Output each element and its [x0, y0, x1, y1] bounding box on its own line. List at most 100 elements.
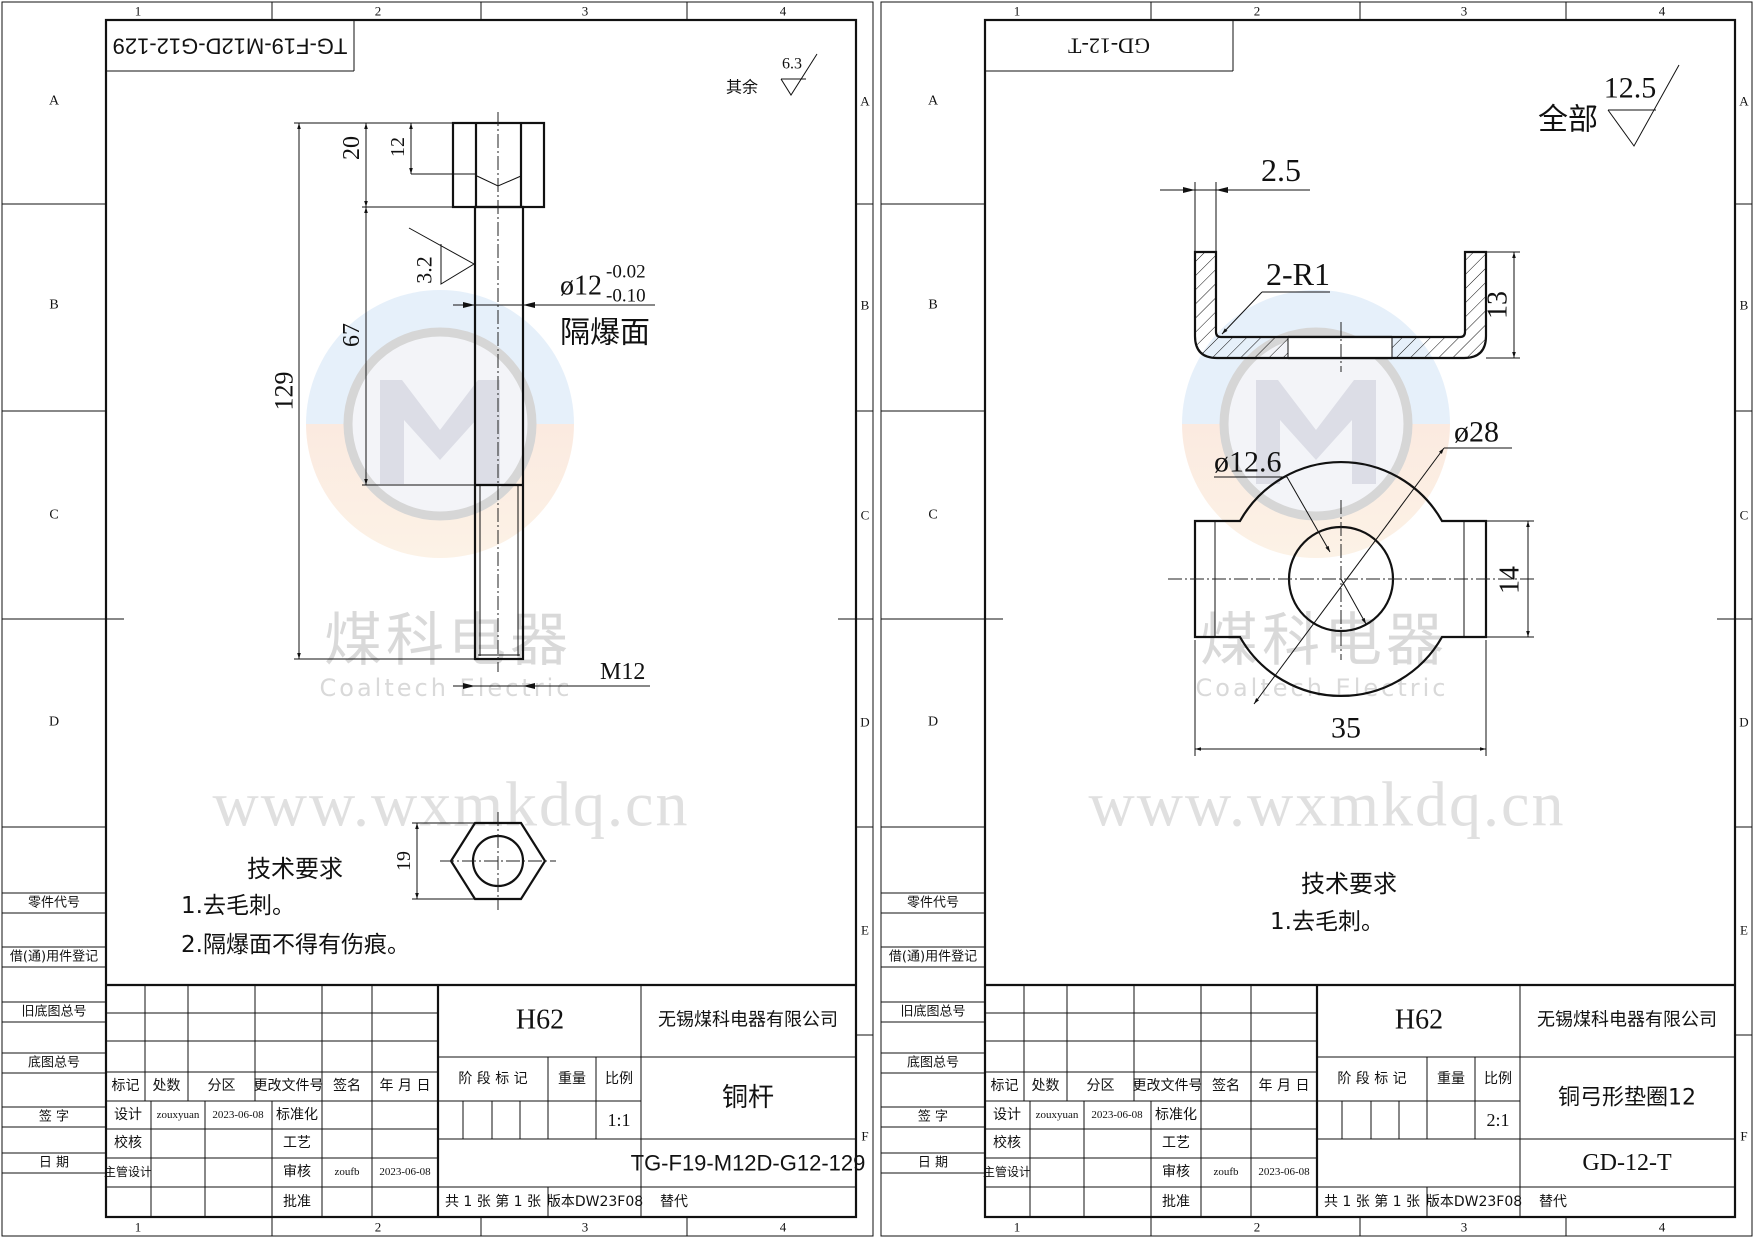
stage-label: 阶 段 标 记	[1337, 1071, 1406, 1087]
sidebar-label: 借(通)用件登记	[10, 950, 98, 965]
row-label: A	[49, 94, 60, 109]
sidebar-label: 零件代号	[28, 896, 80, 911]
role-label: 标准化	[1155, 1107, 1197, 1123]
design-date: 2023-06-08	[1091, 1109, 1143, 1121]
column-label: 3	[582, 1220, 589, 1235]
dim-width: 14	[1495, 566, 1526, 594]
row-label: B	[49, 298, 58, 313]
role-label: 设计	[114, 1107, 142, 1123]
designer-name: zouxyuan	[1036, 1109, 1079, 1121]
company-name: 无锡煤科电器有限公司	[658, 1010, 838, 1031]
sidebar-label: 底图总号	[28, 1055, 80, 1071]
role-label: 主管设计	[983, 1164, 1031, 1179]
roughness-symbol	[408, 227, 475, 285]
material: H62	[1395, 1005, 1443, 1036]
flameproof-surface-label: 隔爆面	[560, 316, 650, 351]
row-label: C	[861, 508, 870, 523]
dim-hole-depth: 12	[387, 137, 409, 157]
sidebar-label: 日 期	[918, 1156, 948, 1171]
column-label: 3	[1461, 1220, 1468, 1235]
row-label: B	[928, 298, 937, 313]
role-label: 设计	[993, 1107, 1021, 1123]
logo-m-shape	[380, 380, 500, 484]
watermark-en: Coaltech Electric	[1196, 674, 1449, 702]
tolerance-upper: -0.02	[606, 262, 646, 283]
column-label: 3	[1461, 4, 1468, 19]
role-label: 工艺	[283, 1135, 311, 1151]
header-label: 更改文件号	[1133, 1078, 1203, 1094]
role-label: 批准	[1162, 1194, 1190, 1210]
watermark-logo	[1182, 290, 1450, 558]
watermark-cn: 煤科电器	[324, 606, 572, 674]
reviewer-name: zoufb	[1213, 1166, 1239, 1178]
outer-diameter-leader	[1253, 447, 1445, 705]
role-label: 主管设计	[104, 1164, 152, 1179]
role-label: 标准化	[276, 1107, 318, 1123]
version-label: 版本DW23F08	[1426, 1194, 1522, 1210]
sidebar-label: 签 字	[918, 1109, 948, 1125]
scale-value: 2:1	[1486, 1110, 1509, 1130]
column-label: 4	[1659, 4, 1666, 19]
row-label: E	[861, 923, 869, 938]
stage-label: 阶 段 标 记	[458, 1071, 527, 1087]
sheet-count: 共 1 张 第 1 张	[445, 1193, 541, 1210]
scale-value: 1:1	[607, 1110, 630, 1130]
row-label: D	[928, 715, 938, 730]
dim-hole-diameter: ø12.6	[1214, 446, 1282, 479]
dim-arrows	[1183, 187, 1228, 193]
dim-head-height: 20	[339, 136, 365, 160]
row-label: A	[1739, 94, 1749, 109]
role-label: 审核	[283, 1164, 311, 1180]
designer-name: zouxyuan	[157, 1109, 200, 1121]
roughness-symbol	[780, 53, 818, 96]
header-label: 年 月 日	[1259, 1078, 1310, 1094]
row-label: D	[860, 715, 869, 730]
row-label: B	[1740, 298, 1749, 313]
weight-label: 重量	[1437, 1071, 1465, 1087]
row-label: A	[860, 94, 870, 109]
version-label: 版本DW23F08	[547, 1194, 643, 1210]
role-label: 批准	[283, 1194, 311, 1210]
column-label: 1	[1014, 1220, 1021, 1235]
review-date: 2023-06-08	[379, 1166, 431, 1178]
header-label: 分区	[208, 1078, 236, 1094]
upside-down-drawing-label: TG-F19-M12D-G12-129	[113, 34, 348, 59]
row-label: B	[861, 298, 870, 313]
material: H62	[516, 1005, 564, 1036]
countersink	[476, 175, 522, 187]
roughness-value: 3.2	[412, 256, 437, 284]
role-label: 工艺	[1162, 1135, 1190, 1151]
weight-label: 重量	[558, 1071, 586, 1087]
header-label: 分区	[1087, 1078, 1115, 1094]
header-label: 处数	[153, 1078, 181, 1094]
watermark-en: Coaltech Electric	[320, 674, 573, 702]
roughness-prefix: 全部	[1538, 103, 1598, 138]
tech-requirement-item: 1.去毛刺。	[181, 893, 295, 919]
row-label: C	[49, 508, 58, 523]
column-label: 2	[375, 4, 382, 19]
column-label: 1	[1014, 4, 1021, 19]
sidebar-label: 底图总号	[907, 1055, 959, 1071]
logo-m-shape	[1256, 380, 1376, 484]
dim-thickness: 2.5	[1261, 152, 1301, 188]
drawing-number: TG-F19-M12D-G12-129	[631, 1151, 866, 1176]
roughness-value: 12.5	[1604, 72, 1657, 105]
header-label: 处数	[1032, 1078, 1060, 1094]
row-label: D	[1739, 715, 1748, 730]
sidebar-label: 零件代号	[907, 896, 959, 911]
sheet-frame: 11223344ABCDABCDEF零件代号借(通)用件登记旧底图总号底图总号签…	[1, 1, 874, 1237]
company-name: 无锡煤科电器有限公司	[1537, 1010, 1717, 1031]
scale-label: 比例	[1484, 1071, 1512, 1087]
dim-radius: 2-R1	[1266, 256, 1330, 292]
dim-fit-length: 67	[339, 323, 365, 347]
tech-requirements-title: 技术要求	[1301, 870, 1397, 898]
row-label: F	[1740, 1129, 1747, 1144]
header-label: 标记	[112, 1078, 140, 1094]
dim-hex-size: 19	[393, 851, 415, 871]
